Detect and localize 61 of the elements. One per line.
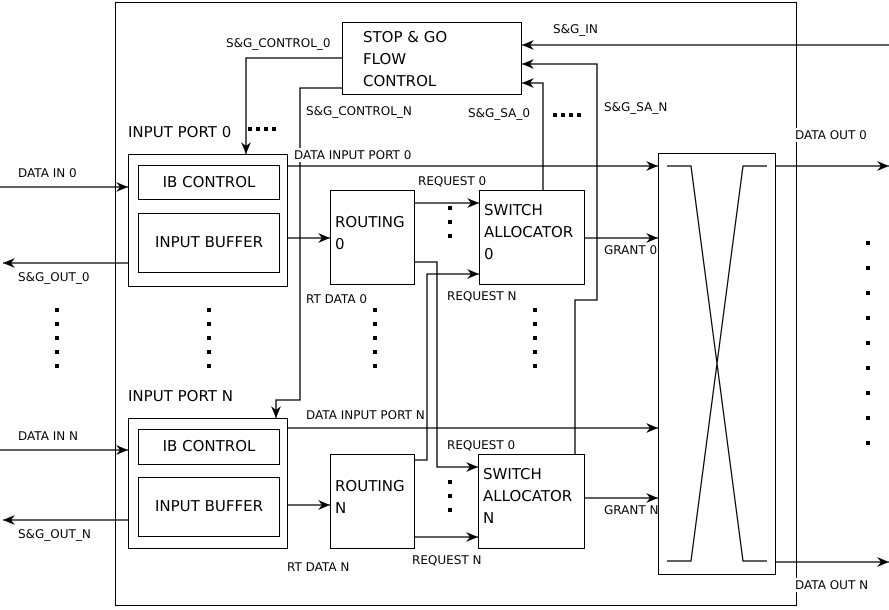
arrow (415, 198, 479, 208)
crossbar-box (658, 153, 776, 575)
edge-label: DATA INPUT PORT 0 (294, 148, 412, 162)
signal-label: RT DATA 0 (306, 292, 367, 306)
edge-label: DATA INPUT PORT N (306, 408, 425, 422)
arrow (776, 557, 889, 567)
block-box (342, 22, 522, 95)
edge-label: S&G_CONTROL_0 (226, 36, 331, 50)
arrow (522, 59, 598, 454)
arrow (415, 532, 478, 542)
block-box (479, 190, 585, 285)
block-label: INPUT BUFFER (154, 496, 264, 517)
arrow (271, 87, 342, 418)
edge-label: S&G_IN (553, 22, 598, 36)
port-title: INPUT PORT N (128, 386, 233, 406)
arrow (288, 423, 658, 433)
block-label: INPUT BUFFER (154, 232, 264, 253)
arrow (3, 258, 128, 268)
block-label: ROUTING N (335, 476, 406, 519)
edge-label: S&G_SA_N (604, 100, 668, 114)
block-box (138, 477, 280, 537)
edge-label: DATA OUT N (795, 578, 868, 592)
signal-label: RT DATA N (287, 560, 350, 574)
block-label: IB CONTROL (162, 172, 256, 193)
block-label: STOP & GO FLOW CONTROL (363, 27, 448, 92)
arrow (585, 493, 658, 503)
arrow (522, 40, 889, 50)
block-label: IB CONTROL (162, 436, 256, 457)
block-box (330, 454, 415, 549)
edge-label: GRANT N (604, 503, 658, 517)
edge-label: REQUEST N (447, 289, 516, 303)
edge-label: DATA OUT 0 (795, 128, 867, 142)
arrow (522, 78, 544, 190)
arrow (0, 445, 128, 455)
arrow (241, 57, 342, 154)
block-box (138, 213, 280, 273)
edge-label: S&G_CONTROL_N (306, 104, 412, 118)
edge-label: REQUEST 0 (418, 174, 486, 188)
edge-label: S&G_OUT_N (18, 527, 91, 541)
arrow (776, 161, 889, 171)
block-box (138, 165, 280, 200)
edge-label: DATA IN 0 (18, 166, 77, 180)
arrow (585, 233, 658, 243)
block-box (138, 429, 280, 465)
arrow (288, 161, 658, 171)
block-label: ROUTING 0 (335, 212, 406, 255)
edge-label: DATA IN N (18, 429, 78, 443)
block-label: SWITCH ALLOCATOR N (483, 464, 574, 529)
block-label: SWITCH ALLOCATOR 0 (484, 200, 574, 265)
port-title: INPUT PORT 0 (128, 122, 232, 142)
arrow (288, 500, 330, 510)
edge-label: GRANT 0 (604, 243, 658, 257)
edge-label: S&G_SA_0 (468, 106, 530, 120)
arrow (3, 515, 128, 525)
block-box (330, 190, 415, 285)
edge-label: REQUEST N (412, 553, 482, 567)
arrow (288, 233, 330, 243)
arrow (0, 182, 128, 192)
edge-label: S&G_OUT_0 (18, 270, 90, 284)
block-box (478, 454, 585, 549)
edge-label: REQUEST 0 (447, 438, 516, 452)
